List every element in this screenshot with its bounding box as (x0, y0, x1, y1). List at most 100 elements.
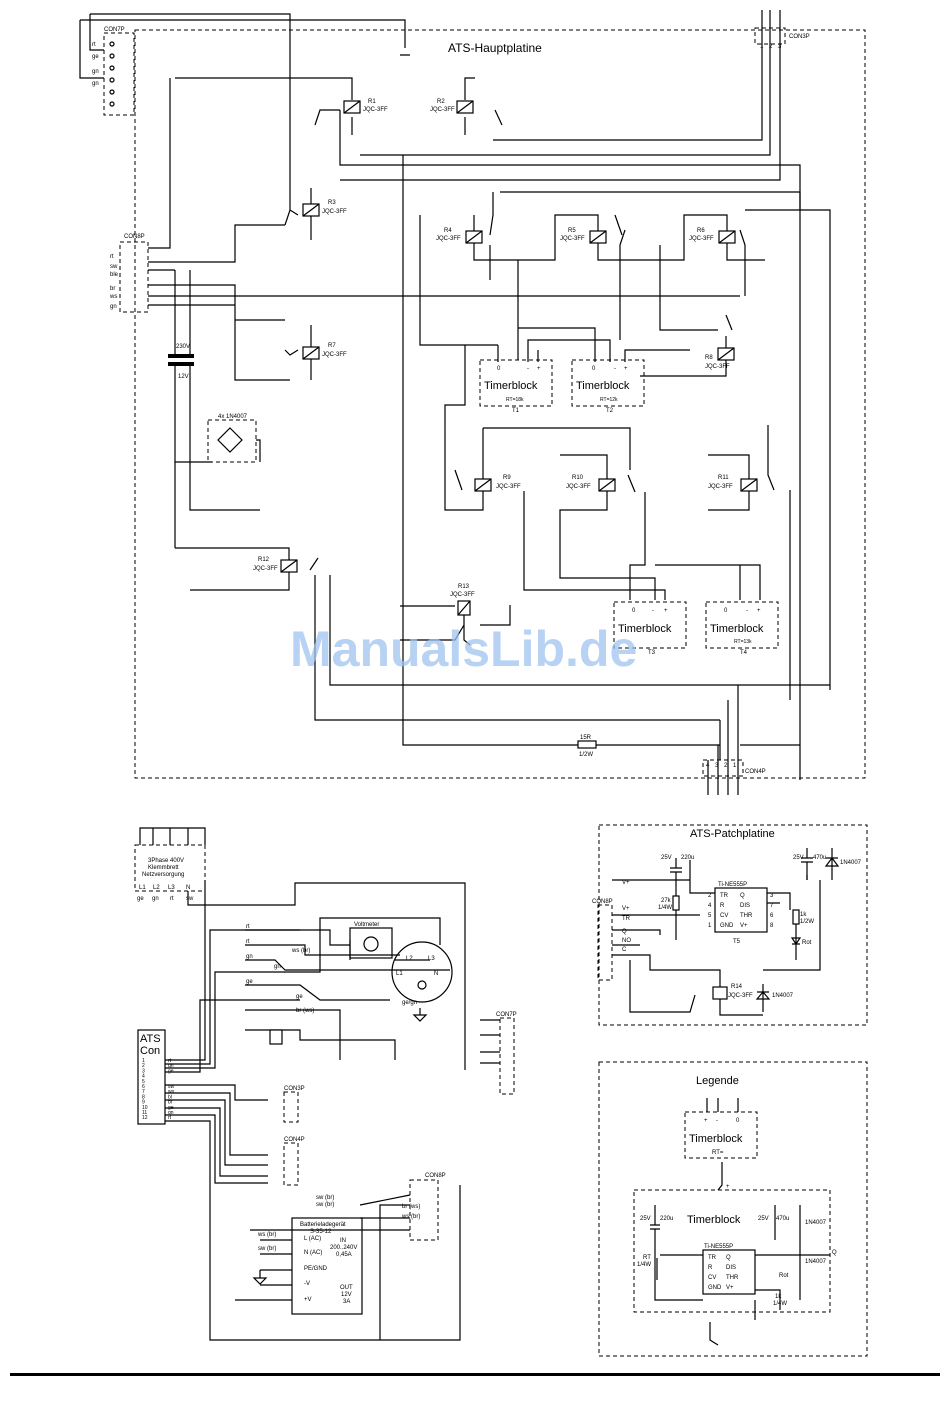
charger-in-a: 0,45A (336, 1252, 352, 1258)
legend-led: Rot (779, 1273, 789, 1279)
charger-n: N (AC) (304, 1250, 322, 1256)
legend-rt-value: RT (643, 1255, 651, 1261)
patch-relay-diode: 1N4007 (755, 984, 794, 1012)
legend-detail-box (633, 1189, 831, 1313)
rectifier-box (207, 419, 257, 463)
patch-r1k-body (792, 909, 800, 925)
relay-r6-model: JQC-3FF (689, 236, 714, 242)
timer-t2-pin-0: 0 (592, 366, 596, 372)
patch-r1k-value: 1k (800, 912, 807, 918)
lower-wire-label: gn (246, 954, 253, 960)
patch-r1k: 1k 1/2W (792, 909, 814, 925)
legend-ic-name: Ti-NE555P (704, 1244, 733, 1250)
legend-timer-pin: - (716, 1118, 718, 1124)
relay-r5: R5 JQC-3FF (560, 228, 607, 244)
ats-con-title-1: ATS (140, 1033, 161, 1045)
relay-r7-label: R7 (328, 343, 336, 349)
con7p-lower-box (499, 1017, 515, 1095)
phase-wire: gn (152, 896, 159, 902)
timer-t1: Timerblock 0 - + RT=18k T1 (479, 359, 553, 414)
timer-t4-pin-0: 0 (724, 608, 728, 614)
relay-r12: R12 JQC-3FF (253, 557, 298, 573)
relay-r11: R11 JQC-3FF (708, 475, 758, 492)
main-board: ATS-Hauptplatine CON7P rt ge gn gn CON3P… (79, 10, 866, 795)
con8p-left-wire: sw (110, 264, 118, 270)
patch-signal: V+ (622, 906, 630, 912)
relay-r10: R10 JQC-3FF (566, 475, 616, 492)
con8p-lower-box (409, 1179, 439, 1241)
voltmeter: Voltmeter (349, 922, 393, 959)
relay-r10-label: R10 (572, 475, 584, 481)
legend-ic-pin: GND (708, 1285, 722, 1291)
motor-terminal-label: N (434, 971, 438, 977)
legend-r2-value: 1k (775, 1294, 782, 1300)
legend-cap2-value: 470u (776, 1216, 789, 1222)
timer-t3-pin-plus: + (664, 608, 668, 614)
legend-ic-pin: V+ (726, 1285, 734, 1291)
rectifier: 4x 1N4007 (207, 414, 257, 463)
timer-t4-pin-plus: + (757, 608, 761, 614)
relay-r7-model: JQC-3FF (322, 352, 347, 358)
legend-detail-title: Timerblock (687, 1214, 741, 1226)
transformer-secondary-core (168, 362, 194, 366)
relay-r11-label: R11 (718, 475, 729, 481)
ats-con-pin-number: 10 (142, 1105, 148, 1111)
relay-r8: R8 JQC-3FF (705, 347, 735, 370)
timer-t2: Timerblock 0 - + RT=12k T2 (571, 359, 645, 414)
con4p-bottom-label: CON4P (745, 769, 766, 775)
con8p-left-wire: br (110, 286, 115, 292)
patch-relay-diode-label: 1N4007 (772, 993, 794, 999)
patch-r1k-power: 1/2W (800, 919, 814, 925)
ats-con-pin-number: 1 (142, 1058, 145, 1064)
lower-wire-label: sw (br) (316, 1202, 334, 1208)
relay-r1-model: JQC-3FF (363, 107, 388, 113)
ats-con-pin-number: 5 (142, 1079, 145, 1085)
relay-r8-label: R8 (705, 355, 713, 361)
patch-ic-pin-num: 8 (770, 923, 774, 929)
con4p-lower-box (283, 1142, 299, 1186)
charger-l: L (AC) (304, 1236, 321, 1242)
lower-relay-coil (269, 1029, 283, 1045)
rectifier-label: 4x 1N4007 (218, 414, 248, 420)
patch-ic-pin: V+ (740, 923, 748, 929)
con7p-label: CON7P (104, 27, 125, 33)
relay-r1: R1 JQC-3FF (343, 99, 388, 114)
transformer-primary-label: 230V (176, 344, 190, 350)
ats-con-wire-color: sw (168, 1084, 175, 1090)
lower-wire-label: sw (br) (258, 1246, 276, 1252)
lower-wiring: 3Phase 400V Klemmbrett Netzversorgung L1… (134, 827, 517, 1341)
relay-r3-label: R3 (328, 200, 336, 206)
timer-t2-box (571, 359, 645, 407)
phase-label: L3 (168, 885, 175, 891)
legend-timer-label: Timerblock (689, 1133, 743, 1145)
transformer-primary-core (168, 354, 194, 358)
relay-r7: R7 JQC-3FF (302, 343, 347, 360)
con8p-left-box (119, 241, 149, 313)
ats-con-pin-number: 3 (142, 1068, 145, 1074)
patch-board-title: ATS-Patchplatine (690, 828, 775, 840)
lower-wire-label: ws (br) (401, 1214, 420, 1220)
ats-con-wire-color: br (168, 1100, 173, 1106)
charger-minus: -V (304, 1281, 310, 1287)
con7p-wire: gn (92, 69, 99, 75)
relay-r5-label: R5 (568, 228, 576, 234)
patch-relay-coil (712, 986, 728, 1000)
main-board-title: ATS-Hauptplatine (448, 41, 542, 55)
ats-con-box (137, 1029, 166, 1125)
con7p-lower-label: CON7P (496, 1012, 517, 1018)
patch-ic-pin: GND (720, 923, 734, 929)
legend-ic-body (702, 1249, 756, 1295)
relay-r9: R9 JQC-3FF (474, 475, 521, 492)
legend-rt-power: 1/4W (637, 1262, 651, 1268)
charger-plus: +V (304, 1297, 312, 1303)
patch-diode-label: 1N4007 (840, 860, 862, 866)
legend-arrow-plus: + (726, 1184, 730, 1190)
ats-con-wire-color: ws (168, 1089, 175, 1095)
legend-timer-rt: RT= (712, 1150, 724, 1156)
supply-line-3: Netzversorgung (142, 872, 184, 878)
relay-r12-model: JQC-3FF (253, 566, 278, 572)
con7p-top: CON7P rt ge gn gn (92, 27, 135, 116)
patch-ic-name: Ti-NE555P (718, 882, 747, 888)
patch-cap1-voltage: 25V (661, 855, 672, 861)
timer-t3-pin-minus: - (652, 608, 654, 614)
